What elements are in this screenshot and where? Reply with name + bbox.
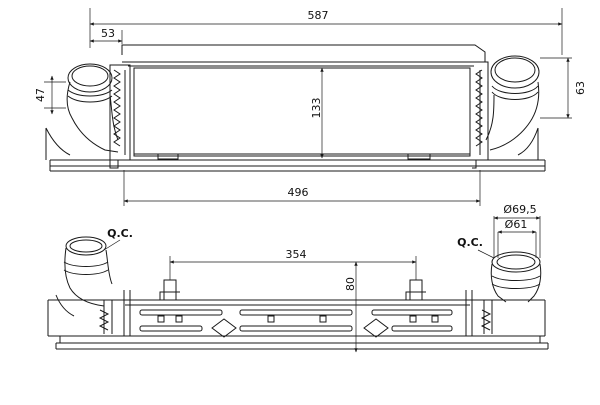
dim-inner-diameter-label: Ø61 <box>505 218 528 231</box>
dim-80-label: 80 <box>344 277 357 291</box>
top-view <box>45 44 546 172</box>
side-view-dimensions: 354 80 Ø69,5 Ø61 Q.C. Q.C. <box>103 203 541 353</box>
right-outlet-pipe <box>485 55 540 156</box>
dim-587-label: 587 <box>308 9 329 22</box>
dim-47-label: 47 <box>34 88 47 102</box>
dim-outer-diameter-label: Ø69,5 <box>503 203 536 216</box>
top-view-dimensions: 587 53 47 133 63 496 <box>34 8 587 206</box>
top-view-frame <box>45 44 546 172</box>
dim-354-label: 354 <box>286 248 307 261</box>
dim-63-label: 63 <box>574 81 587 95</box>
dim-496-label: 496 <box>288 186 309 199</box>
right-qc-label: Q.C. <box>457 236 483 249</box>
left-inlet-pipe <box>45 63 119 156</box>
dim-133-label: 133 <box>310 98 323 119</box>
side-view <box>47 236 549 350</box>
side-view-frame <box>47 279 549 350</box>
left-quick-connector-pipe <box>55 236 113 317</box>
dim-53-label: 53 <box>101 27 115 40</box>
right-quick-connector-pipe <box>490 251 542 303</box>
left-qc-label: Q.C. <box>107 227 133 240</box>
